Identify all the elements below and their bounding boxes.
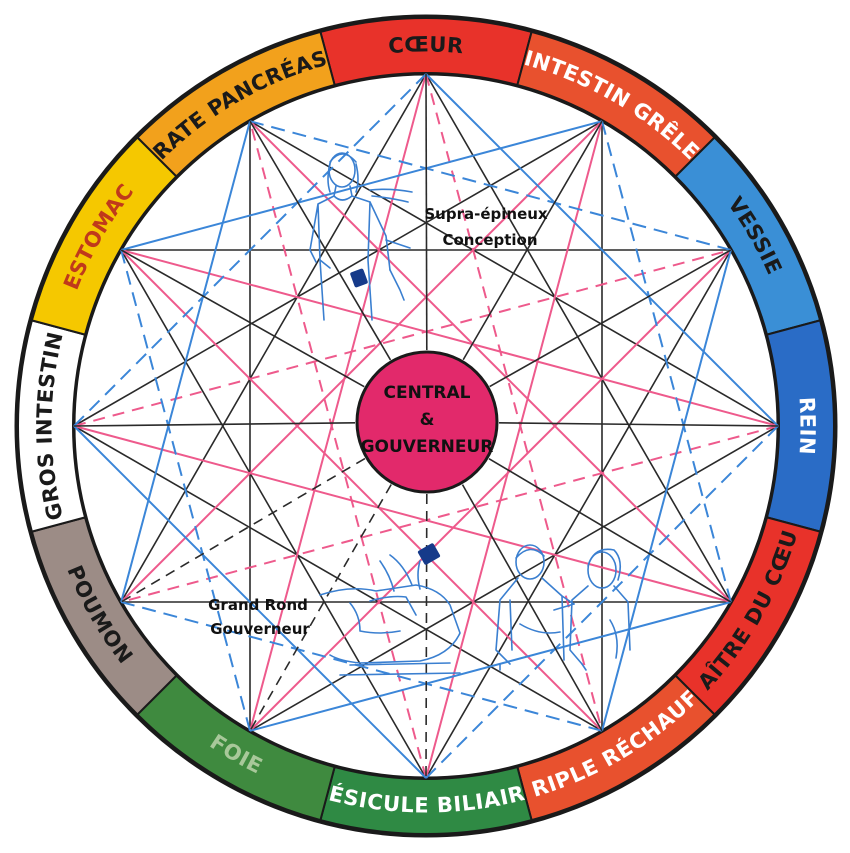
- connection-line: [120, 601, 603, 732]
- connection-line: [498, 422, 779, 427]
- annotation-supra-epineux: Supra-épineux: [424, 205, 548, 223]
- connection-line: [425, 249, 732, 779]
- connection-line: [73, 249, 732, 427]
- connection-line: [461, 484, 603, 732]
- connection-line: [120, 425, 779, 603]
- connection-line: [425, 73, 428, 351]
- annotation-grand-rond: Grand Rond: [208, 596, 308, 614]
- connection-line: [488, 458, 732, 603]
- connection-line: [425, 73, 603, 732]
- meridian-label: CŒUR: [387, 32, 464, 58]
- connection-line: [249, 484, 392, 732]
- center-label-line2: &: [420, 410, 435, 430]
- center-node: CENTRAL & GOUVERNEUR: [355, 350, 499, 494]
- connection-line: [120, 73, 427, 603]
- annotation-gouverneur: Gouverneur: [210, 620, 310, 638]
- connection-line: [73, 425, 427, 779]
- connection-line: [249, 120, 732, 251]
- connection-line: [120, 457, 366, 603]
- center-label-line3: GOUVERNEUR: [361, 437, 494, 457]
- connection-lines: [73, 73, 779, 779]
- connection-line: [489, 249, 732, 388]
- connection-line: [425, 493, 428, 779]
- connection-line: [249, 425, 779, 732]
- connection-line: [120, 249, 779, 427]
- two-figures-icon: [495, 544, 631, 671]
- connection-line: [120, 249, 603, 732]
- connection-line: [249, 249, 732, 732]
- connection-line: [249, 73, 427, 732]
- meridian-label: REIN: [795, 396, 820, 455]
- connection-line: [249, 601, 732, 732]
- connection-line: [120, 120, 251, 603]
- connection-line: [73, 73, 427, 427]
- connection-line: [120, 249, 251, 732]
- connection-line: [601, 120, 732, 603]
- connection-line: [462, 120, 603, 361]
- connection-line: [249, 120, 427, 779]
- center-label-line1: CENTRAL: [384, 383, 471, 403]
- annotation-conception: Conception: [442, 231, 537, 249]
- connection-line: [249, 120, 732, 603]
- connection-line: [120, 249, 365, 388]
- connection-line: [425, 425, 779, 779]
- lying-figure-icon: [319, 554, 461, 676]
- connection-line: [601, 249, 732, 732]
- connection-line: [73, 425, 732, 603]
- center-spokes: [73, 73, 779, 779]
- connection-line: [425, 120, 603, 779]
- connection-line: [73, 120, 603, 427]
- connection-line: [120, 249, 427, 779]
- connection-line: [249, 120, 392, 361]
- connection-line: [120, 120, 603, 251]
- magnet-icon: [350, 268, 441, 565]
- connection-line: [120, 120, 603, 603]
- connection-line: [425, 73, 779, 427]
- connection-line: [425, 73, 732, 603]
- connection-line: [73, 422, 356, 427]
- standing-figure-icon: [309, 152, 413, 321]
